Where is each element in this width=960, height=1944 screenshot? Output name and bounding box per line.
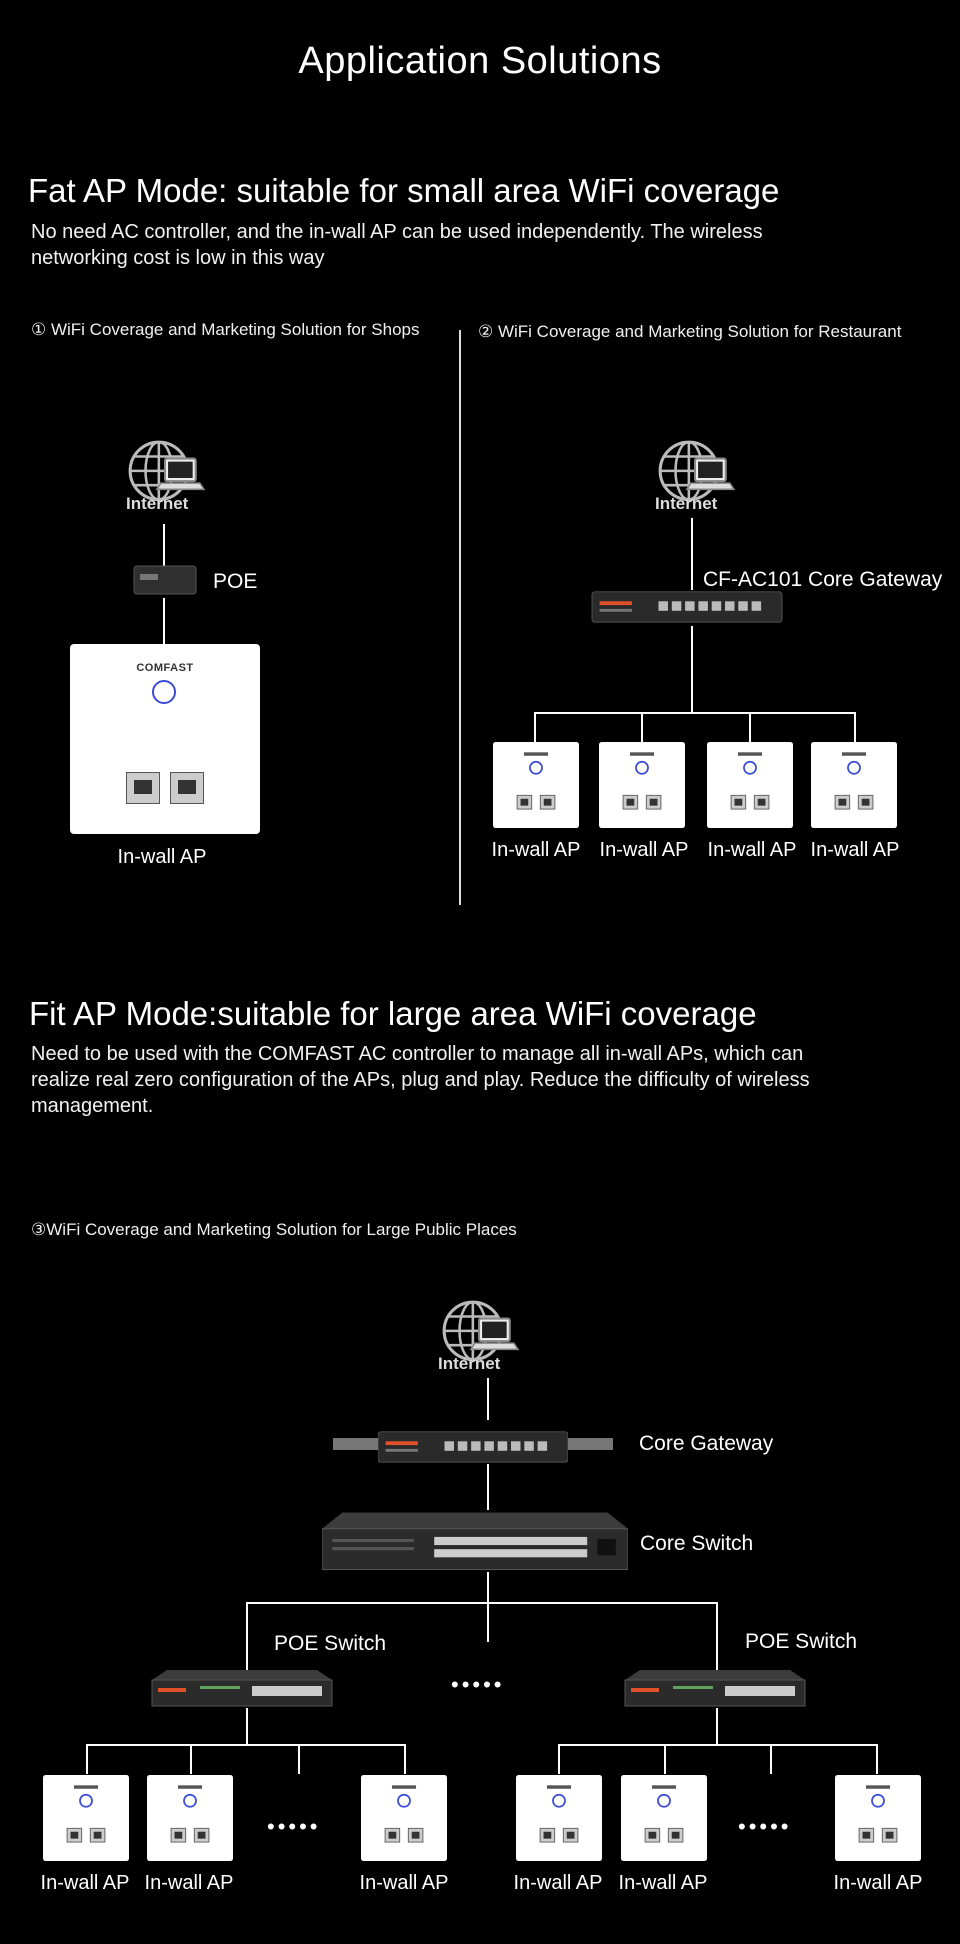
in-wall-ap-label: In-wall AP (707, 839, 797, 861)
fat-ap-heading: Fat AP Mode: suitable for small area WiF… (28, 172, 780, 209)
in-wall-ap-label: In-wall AP (40, 1872, 130, 1894)
connector-line (664, 1744, 666, 1774)
connector-line (190, 1744, 192, 1774)
connector-line (854, 712, 856, 742)
core-gateway-device-icon (333, 1428, 613, 1466)
public-places-caption: ③WiFi Coverage and Marketing Solution fo… (31, 1220, 517, 1239)
more-aps-ellipsis: ••••• (738, 1814, 792, 1839)
connector-line (298, 1744, 300, 1774)
shops-caption: ① WiFi Coverage and Marketing Solution f… (31, 320, 420, 339)
fat-ap-description: No need AC controller, and the in-wall A… (31, 221, 763, 269)
in-wall-ap-label: In-wall AP (810, 839, 900, 861)
connector-line (163, 598, 165, 644)
in-wall-ap-icon (493, 742, 579, 828)
in-wall-ap-icon (42, 1775, 130, 1861)
connector-line (86, 1744, 406, 1746)
connector-line (487, 1572, 489, 1642)
poe-switch-label-right: POE Switch (745, 1630, 858, 1653)
connector-line (558, 1744, 878, 1746)
in-wall-ap-label: In-wall AP (599, 839, 689, 861)
in-wall-ap-icon (620, 1775, 708, 1861)
in-wall-ap-label: In-wall AP (833, 1872, 923, 1894)
core-gateway-label: Core Gateway (639, 1432, 774, 1455)
in-wall-ap-icon (834, 1775, 922, 1861)
internet-label: Internet (126, 494, 189, 513)
connector-line (876, 1744, 878, 1774)
fit-ap-heading: Fit AP Mode:suitable for large area WiFi… (29, 995, 757, 1032)
fit-ap-description: Need to be used with the COMFAST AC cont… (31, 1043, 810, 1117)
connector-line (163, 524, 165, 566)
in-wall-ap-icon (515, 1775, 603, 1861)
poe-injector-icon (133, 565, 197, 595)
in-wall-ap-icon (599, 742, 685, 828)
internet-label: Internet (655, 494, 718, 513)
connector-line (487, 1464, 489, 1510)
connector-line (534, 712, 856, 714)
connector-line (749, 712, 751, 742)
internet-label: Internet (438, 1354, 501, 1373)
connector-line (86, 1744, 88, 1774)
connector-line (558, 1744, 560, 1774)
in-wall-ap-label: In-wall AP (491, 839, 581, 861)
connector-line (404, 1744, 406, 1774)
connector-line (691, 626, 693, 714)
poe-label: POE (213, 570, 258, 593)
in-wall-ap-icon (360, 1775, 448, 1861)
brand-logo: COMFAST (136, 662, 194, 674)
poe-switch-device-icon (150, 1668, 334, 1708)
connector-line (691, 518, 693, 590)
ethernet-port-icon (126, 772, 160, 804)
in-wall-ap-label: In-wall AP (513, 1872, 603, 1894)
in-wall-ap-label: In-wall AP (618, 1872, 708, 1894)
core-switch-label: Core Switch (640, 1532, 754, 1555)
more-switches-ellipsis: ••••• (451, 1672, 505, 1697)
connector-line (716, 1602, 718, 1674)
more-aps-ellipsis: ••••• (267, 1814, 321, 1839)
core-gateway-label: CF-AC101 Core Gateway (703, 568, 943, 591)
connector-line (641, 712, 643, 742)
in-wall-ap-large: COMFAST (70, 644, 260, 834)
page-title: Application Solutions (298, 40, 662, 82)
connector-line (246, 1708, 248, 1746)
section-divider (459, 330, 461, 905)
connector-line (246, 1602, 718, 1604)
poe-switch-device-icon (623, 1668, 807, 1708)
in-wall-ap-icon (707, 742, 793, 828)
led-icon (152, 680, 176, 704)
in-wall-ap-label: In-wall AP (144, 1872, 234, 1894)
core-gateway-device-icon (591, 588, 783, 626)
connector-line (246, 1602, 248, 1674)
connector-line (770, 1744, 772, 1774)
connector-line (487, 1378, 489, 1420)
connector-line (716, 1708, 718, 1746)
phone-port-icon (170, 772, 204, 804)
poe-switch-label-left: POE Switch (274, 1632, 387, 1655)
core-switch-device-icon (322, 1510, 628, 1572)
restaurant-caption: ② WiFi Coverage and Marketing Solution f… (478, 322, 902, 341)
in-wall-ap-icon (146, 1775, 234, 1861)
in-wall-ap-icon (811, 742, 897, 828)
in-wall-ap-label: In-wall AP (359, 1872, 449, 1894)
connector-line (534, 712, 536, 742)
in-wall-ap-label: In-wall AP (117, 846, 207, 868)
